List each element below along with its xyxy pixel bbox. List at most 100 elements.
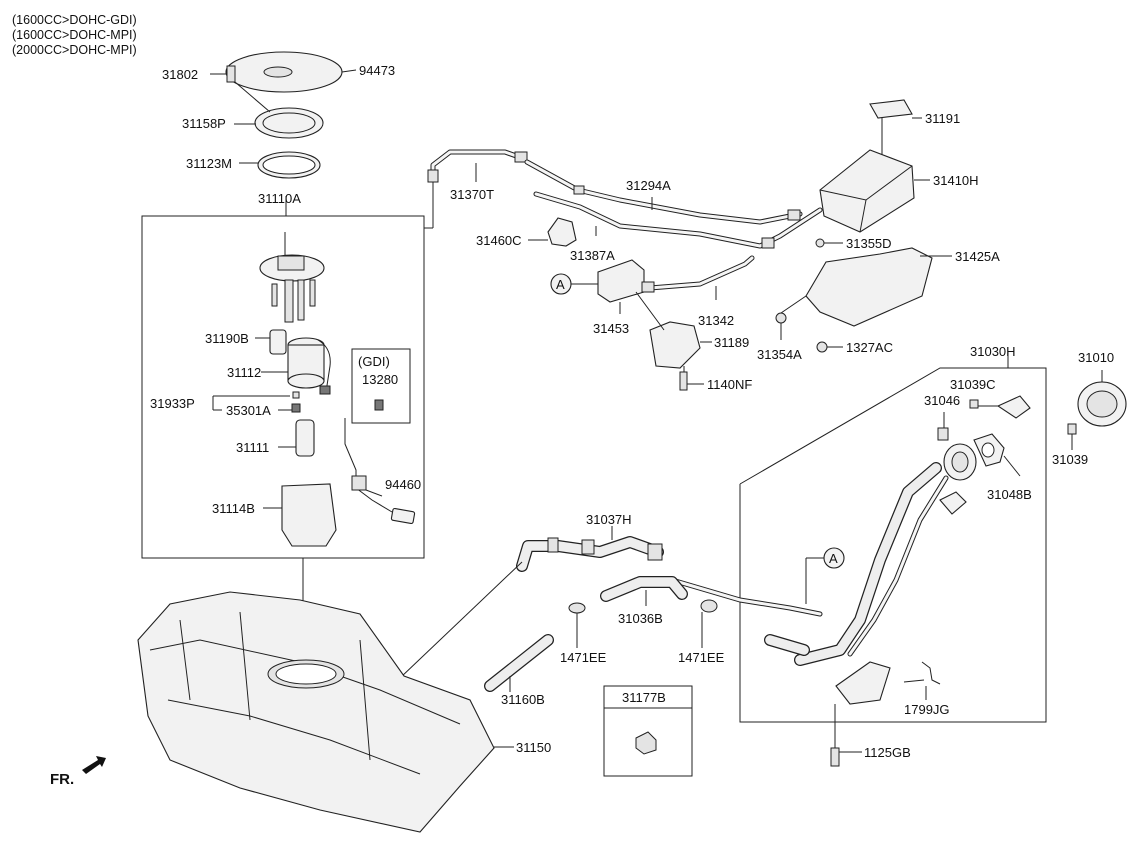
label-31112: 31112 [227,365,261,380]
part-box-frame [603,685,693,777]
bolt-1125gb [830,747,840,767]
pump-cover-parts [210,51,357,179]
label-31370t: 31370T [450,187,494,202]
label-31110a: 31110A [258,191,301,206]
label-1327ac: 1327AC [846,340,893,355]
label-31387a: 31387A [570,248,615,263]
gdi-box-part-13280: 13280 [362,372,398,387]
label-31039c: 31039C [950,377,996,392]
grommet-31046 [937,427,949,441]
screw-31802 [226,65,236,83]
vapor-lines [424,149,823,300]
gdi-part-13280-icon [374,399,384,411]
label-31933p: 31933P [150,396,195,411]
label-31189: 31189 [714,335,749,350]
label-31046: 31046 [924,393,960,408]
bracket-31425a [805,247,933,327]
nut-1327ac [816,341,828,353]
pressure-regulator-31190b [269,329,287,355]
oring-35301a [291,403,301,413]
pump-flange-connector [277,255,305,271]
label-31342: 31342 [698,313,734,328]
gdi-box-title: (GDI) [358,354,390,369]
label-31039: 31039 [1052,452,1088,467]
label-94460: 94460 [385,477,421,492]
front-arrow-icon [82,756,106,774]
fuel-tank-body [137,591,495,833]
label-31410h: 31410H [933,173,979,188]
label-31037h: 31037H [586,512,632,527]
label-31010: 31010 [1078,350,1114,365]
callout-a-lower-label: A [829,551,838,566]
filler-neck-assembly: A [669,352,1077,767]
gdi-option-box [351,348,411,424]
label-31123m: 31123M [186,156,232,171]
reservoir-cup-31114b [281,483,337,547]
label-31111: 31111 [236,440,269,455]
label-31453: 31453 [593,321,629,336]
bolt-1140nf [679,371,688,391]
fuel-pump-assembly-box: (GDI) 13280 [141,196,425,668]
clip-31177b [635,731,657,755]
header-line-3: (2000CC>DOHC-MPI) [12,43,137,57]
label-31354a: 31354A [757,347,802,362]
pump-motor-31111 [295,419,315,457]
fuel-tank-31150 [137,591,514,833]
screw-31039 [1067,423,1077,435]
filler-hose-31036b [484,576,718,692]
bracket-31189 [649,321,701,369]
label-31355d: 31355D [846,236,892,251]
label-94473: 94473 [359,63,395,78]
air-filter-31191 [869,99,913,119]
filler-clip [939,491,967,515]
vapor-filter-assembly: A [550,259,712,391]
pipe-connector-b [514,151,528,163]
level-sender-float-94460 [390,507,416,525]
label-1471ee-right: 1471EE [678,650,725,665]
label-31460c: 31460C [476,233,522,248]
label-31048b: 31048B [987,487,1032,502]
label-31158p: 31158P [182,116,226,131]
label-31294a: 31294A [626,178,671,193]
engine-applicability-header: (1600CC>DOHC-GDI) (1600CC>DOHC-MPI) (200… [12,13,137,57]
canister-bracket-assembly [775,238,952,353]
label-31160b: 31160B [501,692,545,707]
clip-31460c [547,217,577,247]
label-1140nf: 1140NF [707,377,752,392]
hose-clamp-left [568,602,586,614]
label-1799jg: 1799JG [904,702,950,717]
header-line-2: (1600CC>DOHC-MPI) [12,28,137,42]
canister-assembly [819,99,930,233]
part-labels: 31802 94473 31158P 31123M 31110A 31190B … [150,63,1114,760]
label-31177b: 31177B [622,690,666,705]
vapor-filter-31453 [597,259,645,303]
front-label: FR. [50,771,74,788]
callout-a-upper-label: A [556,277,565,292]
label-31036b: 31036B [618,611,663,626]
label-31150: 31150 [516,740,551,755]
label-31425a: 31425A [955,249,1000,264]
part-box-31177b [603,685,693,777]
bracket-31039c [996,395,1031,419]
fuel-cap-31010 [1077,370,1127,427]
label-1471ee-left: 1471EE [560,650,607,665]
front-direction-marker: FR. [50,756,106,788]
filler-bracket [835,661,891,705]
pipe-connector-a [427,169,439,183]
pump-assembly-frame [141,215,425,559]
cover-plate-center [263,66,293,78]
label-1125gb: 1125GB [864,745,911,760]
callout-a-lower [823,547,845,569]
canister-31410h [819,149,915,233]
label-31191: 31191 [925,111,960,126]
label-31114b: 31114B [212,501,255,516]
hose-clamp-right [700,599,718,613]
label-35301a: 35301A [226,403,271,418]
filler-hose-31037h [399,526,664,679]
label-31190b: 31190B [205,331,249,346]
nut-31354a [775,312,787,324]
label-31802: 31802 [162,67,198,82]
header-line-1: (1600CC>DOHC-GDI) [12,13,137,27]
washer-31355d [815,238,825,248]
